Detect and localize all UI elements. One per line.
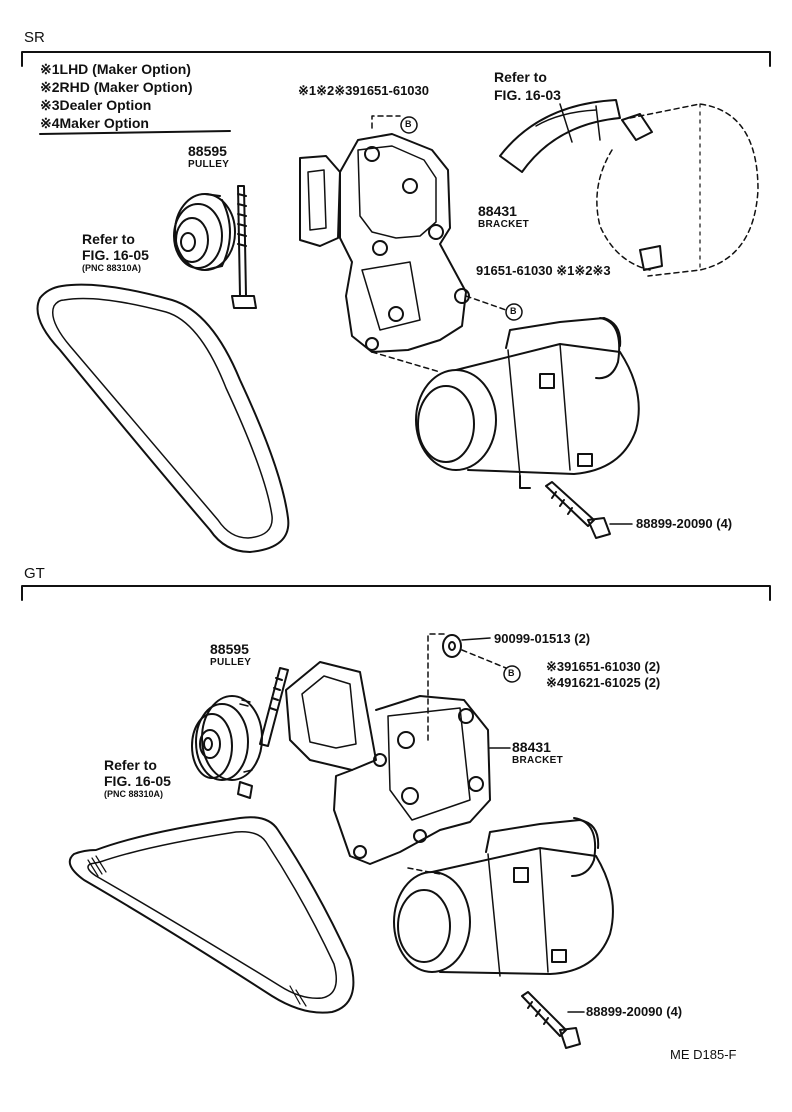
gt-frame (21, 585, 771, 601)
section-label-gt: GT (24, 565, 45, 582)
gt-bracket-number: 88431 (512, 739, 551, 755)
gt-compressor-bolt-label: 88899-20090 (4) (586, 1004, 683, 1019)
sr-bolt-callout-mid (465, 295, 523, 321)
gt-belt-ref-line2: FIG. 16-05 (104, 773, 171, 789)
gt-compressor (393, 817, 614, 977)
sr-pulley-bolt (231, 185, 257, 309)
sr-pulley (173, 193, 236, 271)
sr-frame (21, 51, 771, 67)
gt-pulley (191, 695, 263, 799)
section-label-sr: SR (24, 29, 45, 46)
gt-belt (68, 816, 355, 1014)
gt-pulley-bolt (259, 667, 289, 747)
gt-bolt-b-label: ※491621-61025 (2) (546, 675, 661, 690)
legend-item-2: ※2RHD (Maker Option) (40, 79, 193, 95)
legend-underline (39, 130, 231, 135)
sr-belt (36, 283, 290, 553)
sr-compressor-bolt (545, 481, 633, 539)
gt-bracket (285, 661, 511, 865)
gt-callout-b: B (508, 668, 515, 678)
sr-alternator (499, 99, 759, 277)
legend-item-3: ※3Dealer Option (40, 97, 152, 113)
sr-bracket-number: 88431 (478, 203, 517, 219)
gt-washer-callout (427, 633, 521, 741)
sr-bolt-top-label: ※1※2※391651-61030 (298, 83, 429, 98)
gt-belt-ref-line1: Refer to (104, 757, 157, 773)
sr-alt-ref-line1: Refer to (494, 69, 547, 85)
sr-callout-b-top: B (405, 119, 412, 129)
legend-item-4: ※4Maker Option (40, 115, 149, 131)
sr-pulley-number: 88595 (188, 143, 227, 159)
gt-bolt-a-label: ※391651-61030 (2) (546, 659, 661, 674)
gt-belt-ref-line3: (PNC 88310A) (104, 789, 164, 799)
sr-belt-ref-line3: (PNC 88310A) (82, 263, 142, 273)
sr-alt-ref-line2: FIG. 16-03 (494, 87, 561, 103)
sr-bracket (299, 133, 470, 353)
gt-bracket-name: BRACKET (512, 755, 563, 766)
legend-item-1: ※1LHD (Maker Option) (40, 61, 191, 77)
sr-bracket-name: BRACKET (478, 219, 529, 230)
sr-belt-ref-line2: FIG. 16-05 (82, 247, 149, 263)
footer-code: ME D185-F (670, 1047, 737, 1062)
sr-compressor (371, 317, 640, 489)
sr-bolt-callout-top (371, 115, 418, 134)
sr-pulley-name: PULLEY (188, 159, 230, 170)
gt-pulley-name: PULLEY (210, 657, 252, 668)
sr-callout-b-mid: B (510, 306, 517, 316)
sr-belt-ref-line1: Refer to (82, 231, 135, 247)
gt-pulley-number: 88595 (210, 641, 249, 657)
gt-washer-label: 90099-01513 (2) (494, 631, 591, 646)
sr-compressor-bolt-label: 88899-20090 (4) (636, 516, 733, 531)
sr-bolt-mid-label: 91651-61030 ※1※2※3 (476, 263, 611, 278)
gt-compressor-bolt (521, 991, 585, 1049)
